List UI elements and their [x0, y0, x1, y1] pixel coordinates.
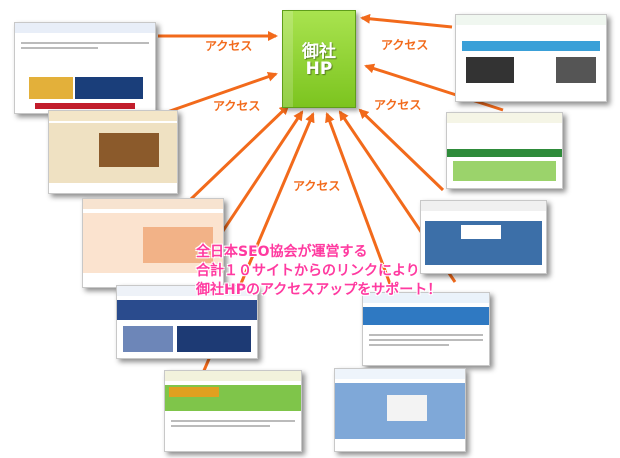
company-hp-box: 御社 HP: [282, 10, 356, 108]
site-thumbnail-9: [164, 370, 302, 452]
callout-line3: 御社HPのアクセスアップをサポート！: [196, 282, 442, 298]
arrow-2: [360, 13, 453, 29]
callout-line2: 合計１０サイトからのリンクにより: [196, 263, 420, 279]
site-thumbnail-4: [446, 112, 563, 189]
site-thumbnail-7: [116, 285, 258, 359]
callout-text: 全日本SEO協会が運営する 合計１０サイトからのリンクにより 御社HPのアクセス…: [196, 243, 441, 300]
access-label-2: アクセス: [381, 38, 429, 52]
site-thumbnail-10: [334, 368, 466, 452]
site-thumbnail-8: [362, 292, 490, 366]
arrow-6: [358, 108, 445, 192]
access-label-4: アクセス: [374, 98, 422, 112]
hub-label-line1: 御社: [302, 42, 336, 62]
access-label-5: アクセス: [293, 179, 341, 193]
callout-line1: 全日本SEO協会が運営する: [196, 244, 368, 260]
arrow-4: [364, 63, 504, 112]
access-label-3: アクセス: [213, 99, 261, 113]
access-label-1: アクセス: [205, 39, 253, 53]
site-thumbnail-6: [420, 200, 547, 274]
site-thumbnail-5: [82, 198, 224, 288]
site-thumbnail-2: [455, 14, 607, 102]
site-thumbnail-3: [48, 110, 178, 194]
hub-label-line2: HP: [305, 59, 333, 79]
site-thumbnail-1: [14, 22, 156, 114]
arrow-5: [188, 104, 290, 202]
